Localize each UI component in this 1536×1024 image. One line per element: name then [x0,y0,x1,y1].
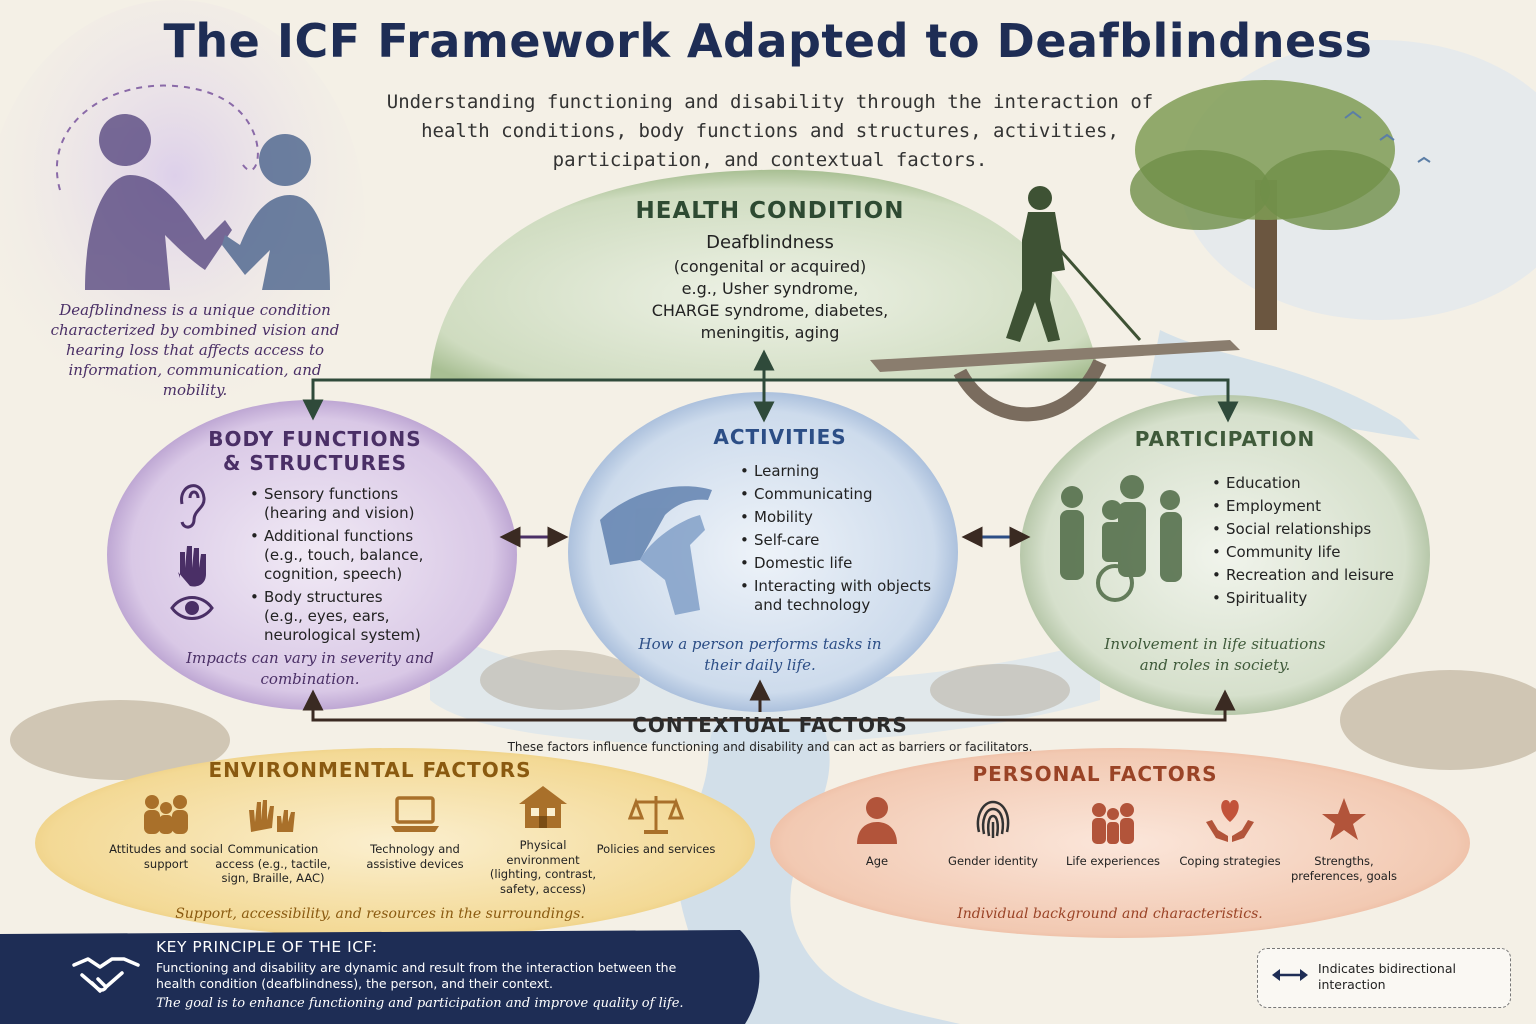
key-principle-goal: The goal is to enhance functioning and p… [156,996,684,1011]
community-group-illustration [1060,475,1182,602]
list-item: Learning [738,462,938,481]
legend-box [1257,948,1511,1008]
activities-note: How a person performs tasks in their dai… [638,635,882,674]
eye-icon [170,596,214,620]
personal-panel [770,748,1470,938]
fingerprint-icon [976,800,1010,838]
family-icon [1092,803,1134,844]
list-item: Employment [1210,497,1410,516]
signing-hands-icon [249,800,295,832]
house-icon [519,786,567,828]
legend-text: Indicates bidirectional interaction [1318,961,1456,992]
tactile-signing-illustration [85,114,330,290]
page-subtitle: Understanding functioning and disability… [386,91,1154,171]
participation-note: Involvement in life situations and roles… [1104,635,1326,674]
personal-factor-strengths: Strengths, preferences, goals [1284,792,1404,883]
personal-factor-coping: Coping strategies [1170,792,1290,869]
personal-note: Individual background and characteristic… [957,906,1263,922]
health-condition-detail: (congenital or acquired) e.g., Usher syn… [651,257,889,342]
people-group-icon [144,795,188,834]
list-item: Sensory functions(hearing and vision) [248,485,468,523]
list-item: Recreation and leisure [1210,566,1410,585]
body-functions-note: Impacts can vary in severity and combina… [186,649,434,688]
tree-illustration [1130,80,1400,330]
list-item: Education [1210,474,1410,493]
contextual-factors-title: CONTEXTUAL FACTORS [632,713,908,737]
env-factor-technology: Technology and assistive devices [355,792,475,871]
star-icon [1322,798,1366,840]
health-condition-main: Deafblindness [706,232,834,253]
health-condition-title: HEALTH CONDITION [635,198,905,224]
heart-hands-icon [1206,800,1254,842]
participation-list: Education Employment Social relationship… [1210,474,1410,612]
list-item: Self-care [738,531,938,550]
personal-factor-gender: Gender identity [933,792,1053,869]
contextual-factors-desc: These factors influence functioning and … [507,740,1033,754]
personal-title: PERSONAL FACTORS [972,762,1218,786]
signing-hands-illustration [600,486,712,615]
env-factor-policies: Policies and services [596,792,716,857]
laptop-icon [391,796,439,832]
env-factor-physical: Physical environment (lighting, contrast… [483,782,603,896]
environmental-panel [35,748,755,938]
list-item: Body structures(e.g., eyes, ears, neurol… [248,588,468,645]
list-item: Mobility [738,508,938,527]
ear-icon [180,484,206,529]
scales-icon [628,796,684,834]
page-title: The ICF Framework Adapted to Deafblindne… [163,14,1373,68]
handshake-icon [72,957,140,993]
participation-title: PARTICIPATION [1134,427,1316,451]
env-factor-attitudes: Attitudes and social support [106,792,226,871]
hand-icon [178,546,206,587]
personal-factor-life: Life experiences [1053,792,1173,869]
list-item: Communicating [738,485,938,504]
list-item: Community life [1210,543,1410,562]
list-item: Spirituality [1210,589,1410,608]
intro-text: Deafblindness is a unique condition char… [50,301,340,399]
list-item: Domestic life [738,554,938,573]
environmental-note: Support, accessibility, and resources in… [175,906,585,922]
body-icons [170,484,214,620]
person-with-cane-illustration [1006,186,1065,342]
bidirectional-arrow-icon [1272,969,1308,981]
activities-list: Learning Communicating Mobility Self-car… [738,462,938,619]
environmental-title: ENVIRONMENTAL FACTORS [208,758,532,782]
activities-title: ACTIVITIES [713,425,847,449]
list-item: Interacting with objects and technology [738,577,938,615]
person-icon [857,797,897,844]
body-functions-list: Sensory functions(hearing and vision) Ad… [248,485,468,649]
list-item: Additional functions(e.g., touch, balanc… [248,527,468,584]
env-factor-communication: Communication access (e.g., tactile, sig… [213,792,333,886]
key-principle-text: Functioning and disability are dynamic a… [156,960,677,991]
list-item: Social relationships [1210,520,1410,539]
body-functions-title: BODY FUNCTIONS & STRUCTURES [208,427,422,475]
key-principle-title: KEY PRINCIPLE OF THE ICF: [156,938,378,956]
personal-factor-age: Age [817,792,937,869]
